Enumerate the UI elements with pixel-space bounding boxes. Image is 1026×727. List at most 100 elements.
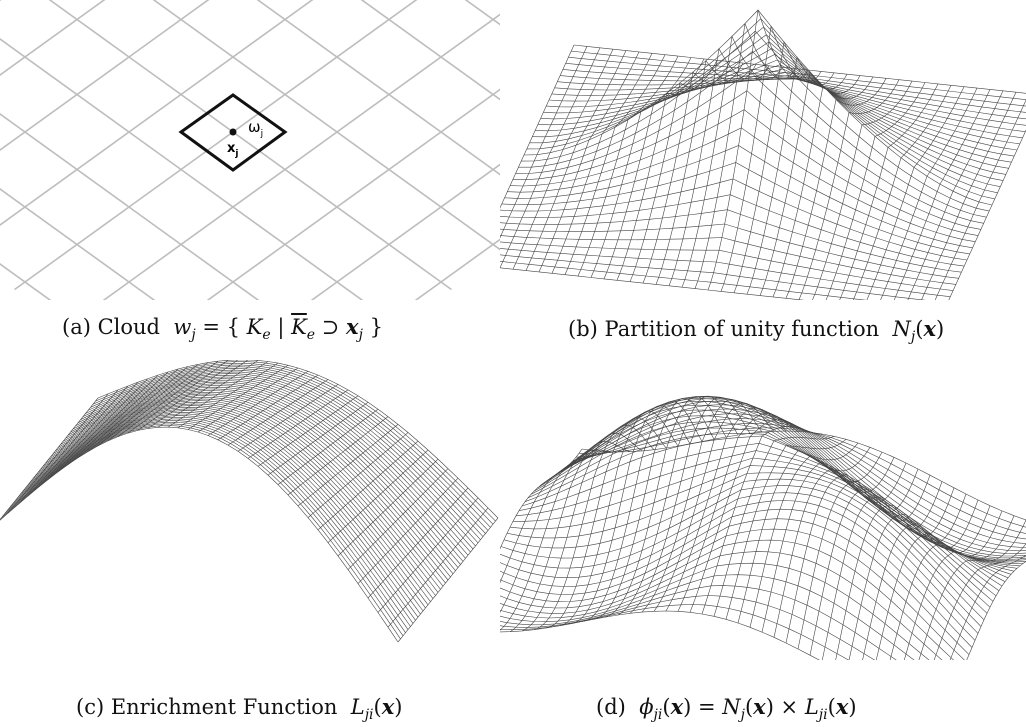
mesh-line-u	[948, 129, 1026, 300]
mesh-line-u	[889, 510, 1003, 660]
caption-b: (b) Partition of unity function Nj(x)	[568, 316, 945, 346]
grid-line	[0, 0, 210, 152]
saddle-mesh-plot	[0, 360, 499, 643]
mesh-line-u	[875, 505, 991, 660]
mesh-line-v	[500, 595, 876, 660]
grid-line	[256, 0, 500, 176]
mesh-line-u	[257, 395, 359, 467]
mesh-line-v	[523, 9, 993, 206]
mesh-line-u	[934, 99, 1026, 300]
product-mesh-plot	[500, 395, 1026, 660]
mesh-line-u	[337, 458, 439, 557]
mesh-line-v	[92, 362, 494, 525]
cloud-label: ωj	[248, 118, 263, 139]
panel-d-product-figure	[500, 360, 1026, 660]
mesh-line-u	[761, 451, 883, 633]
mesh-line-v	[90, 364, 491, 528]
mesh-line-u	[921, 92, 1017, 300]
node-point	[229, 128, 237, 136]
mesh-line-u	[317, 440, 419, 531]
mesh-line-v	[500, 500, 976, 641]
mesh-line-u	[569, 405, 691, 625]
mesh-line-u	[903, 515, 1015, 660]
mesh-line-u	[822, 481, 943, 660]
mesh-line-u	[880, 87, 978, 300]
mesh-line-v	[67, 380, 469, 556]
mesh-line-v	[500, 551, 943, 660]
cloud-grid-plot: xj ωj	[0, 0, 500, 300]
mesh-line-u	[966, 561, 1026, 660]
panel-c-enrichment-figure	[0, 360, 500, 660]
mesh-line-v	[500, 254, 926, 300]
mesh-line-v	[85, 368, 486, 534]
mesh-line-v	[500, 485, 982, 627]
mesh-line-u	[327, 449, 429, 543]
mesh-line-v	[97, 360, 499, 519]
mesh-line-u	[357, 477, 459, 584]
grid-line	[414, 238, 500, 300]
mesh-line-v	[77, 373, 479, 544]
mesh-line-u	[397, 517, 499, 643]
mesh-line-u	[809, 475, 931, 656]
mesh-line-v	[0, 426, 399, 643]
mesh-line-u	[907, 90, 1004, 300]
mesh-line-v	[506, 472, 988, 614]
mesh-line-u	[933, 543, 1026, 660]
mesh-line-u	[287, 416, 389, 496]
mesh-line-v	[500, 223, 959, 279]
mesh-line-u	[848, 493, 967, 660]
mesh-line-v	[87, 366, 489, 531]
mesh-line-u	[725, 439, 847, 620]
caption-d: (d) ϕji(x) = Nj(x) × Lji(x)	[596, 694, 857, 724]
mesh-line-u	[785, 462, 907, 644]
mesh-line-u	[297, 424, 399, 507]
mesh-line-u	[525, 50, 627, 271]
grid-line	[0, 0, 106, 77]
mesh-line-u	[749, 447, 871, 628]
mesh-line-v	[80, 371, 481, 540]
mesh-line-u	[551, 53, 653, 274]
mesh-line-v	[0, 425, 401, 640]
mesh-line-u	[617, 395, 739, 616]
mesh-line-v	[52, 390, 454, 574]
panel-b-pyramid-figure	[500, 0, 1026, 300]
cloud-boundary	[178, 93, 288, 172]
mesh-line-u	[267, 402, 369, 476]
mesh-line-v	[565, 63, 1026, 113]
mesh-line-u	[689, 419, 811, 613]
mesh-line-v	[500, 574, 915, 660]
mesh-line-u	[521, 432, 643, 632]
grid-line	[360, 0, 500, 101]
mesh-line-v	[554, 396, 1026, 559]
mesh-line-u	[737, 442, 859, 624]
mesh-line-u	[207, 371, 309, 436]
mesh-line-u	[641, 399, 763, 613]
mesh-line-u	[918, 519, 1026, 660]
mesh-line-v	[500, 209, 962, 273]
mesh-line-v	[572, 418, 1026, 540]
mesh-line-u	[377, 497, 479, 613]
grid-line	[102, 13, 500, 300]
mesh-line-v	[500, 492, 979, 634]
mesh-line-u	[862, 499, 979, 660]
mesh-line-u	[500, 46, 588, 239]
mesh-line-v	[95, 361, 496, 522]
mesh-line-v	[500, 241, 954, 291]
mesh-line-v	[500, 585, 897, 660]
mesh-line-v	[513, 457, 994, 602]
mesh-line-v	[500, 539, 955, 660]
mesh-line-u	[500, 47, 601, 268]
mesh-line-v	[551, 395, 1026, 560]
mesh-line-u	[707, 9, 809, 291]
mesh-line-v	[500, 562, 930, 660]
mesh-line-v	[47, 393, 449, 581]
mesh-line-u	[277, 408, 379, 485]
grid-line	[152, 0, 500, 251]
mesh-line-v	[501, 162, 970, 255]
mesh-line-u	[949, 554, 1026, 660]
mesh-line-v	[57, 386, 459, 568]
mesh-line-u	[797, 468, 919, 650]
grid-line	[310, 163, 500, 300]
mesh-line-v	[500, 610, 820, 660]
mesh-line-u	[500, 450, 595, 584]
